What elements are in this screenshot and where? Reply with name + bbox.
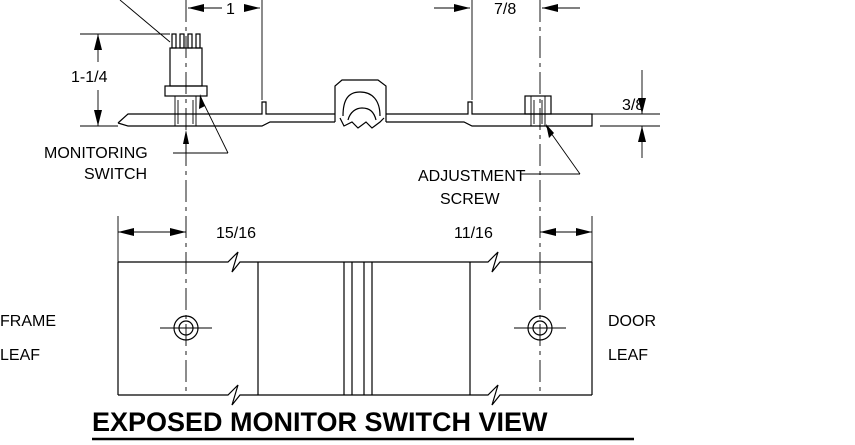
door-leaf-hole (514, 315, 566, 341)
dim-switch-height: 1-1/4 (71, 69, 108, 86)
dim-switch-offset: 1 (226, 1, 235, 18)
callout-monitoring-switch-line1: MONITORING (44, 145, 148, 162)
callout-adjustment-screw-line1: ADJUSTMENT (418, 168, 526, 185)
dim-leaf-thickness: 3/8 (622, 97, 644, 114)
hinge-plan-outline (117, 251, 593, 406)
label-frame-leaf-line1: FRAME (0, 313, 56, 330)
label-frame-leaf-line2: LEAF (0, 347, 40, 364)
label-door-leaf-line2: LEAF (608, 347, 648, 364)
dim-screw-offset: 7/8 (494, 1, 516, 18)
top-left-leader (119, 0, 171, 43)
drawing-title: EXPOSED MONITOR SWITCH VIEW (92, 407, 548, 437)
dim-door-hole-offset: 11/16 (454, 225, 493, 242)
dim-frame-hole-offset: 15/16 (216, 225, 256, 242)
callout-adjustment-screw-line2: SCREW (440, 191, 500, 208)
adjustment-screw-head (524, 95, 552, 115)
frame-leaf-hole (160, 315, 212, 341)
hinge-profile (117, 79, 593, 129)
callout-monitoring-switch-line2: SWITCH (84, 166, 147, 183)
label-door-leaf-line1: DOOR (608, 313, 656, 330)
switch-nut (164, 85, 208, 97)
